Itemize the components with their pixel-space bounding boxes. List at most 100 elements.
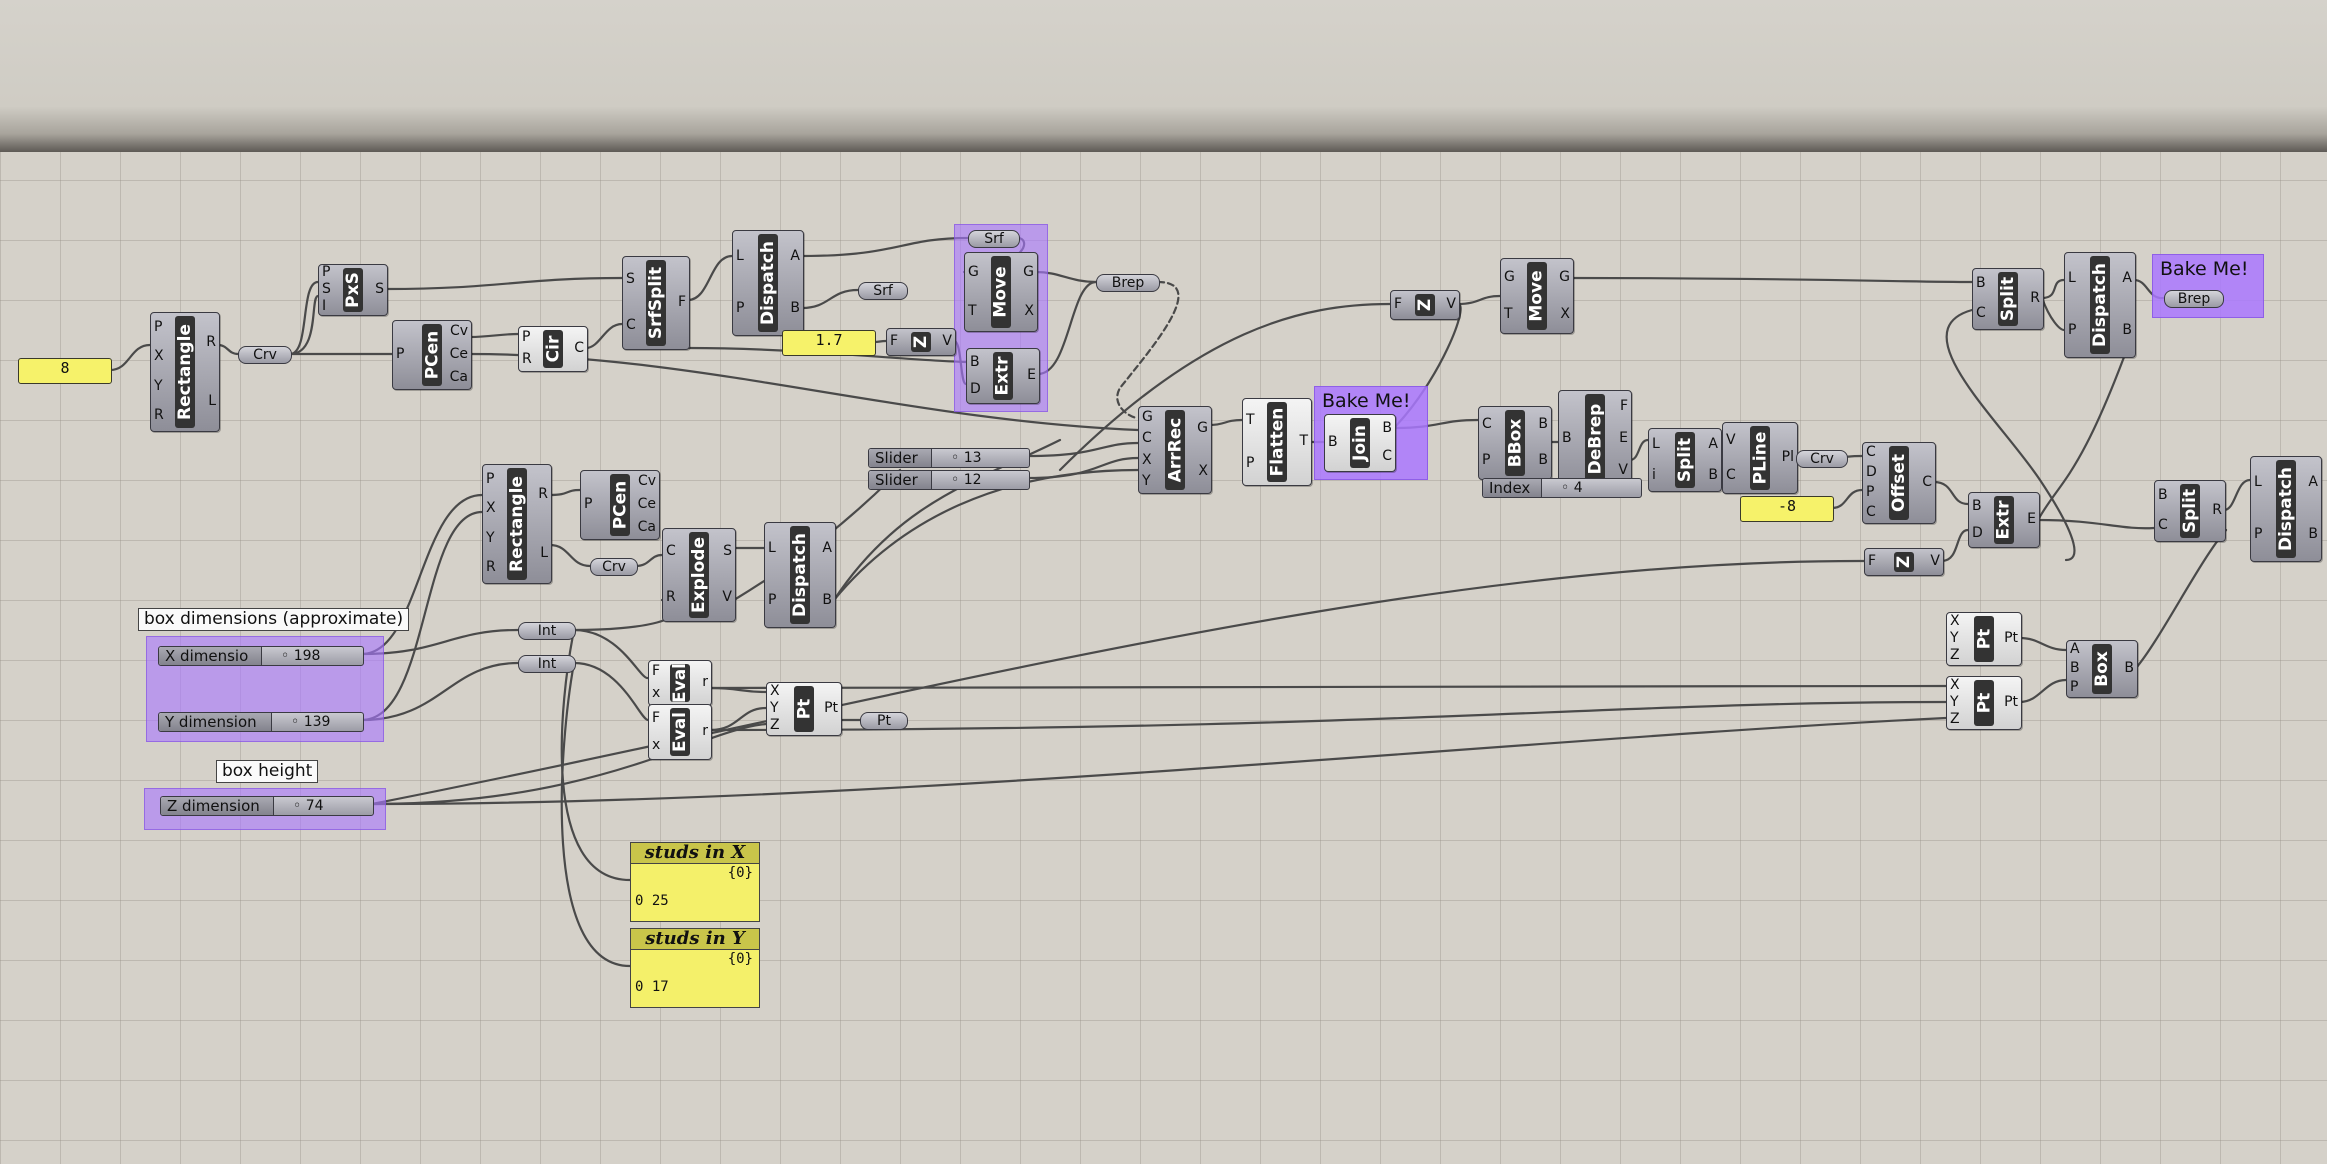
flatten-output-T[interactable]: T bbox=[1299, 433, 1308, 449]
z1-input-F[interactable]: F bbox=[890, 333, 899, 349]
pxs-input-S[interactable]: S bbox=[322, 281, 331, 297]
flatten-input-P[interactable]: P bbox=[1246, 455, 1255, 471]
pt2-output-Pt[interactable]: Pt bbox=[2004, 630, 2018, 646]
dispatch4-input-L[interactable]: L bbox=[768, 540, 776, 556]
pt3-input-Z[interactable]: Z bbox=[1950, 711, 1960, 727]
join-output-C[interactable]: C bbox=[1382, 448, 1392, 464]
eval1-input-x[interactable]: x bbox=[652, 685, 661, 701]
param-int2[interactable]: Int bbox=[518, 655, 576, 673]
debrep-output-E[interactable]: E bbox=[1619, 430, 1628, 446]
pcen1-input-P[interactable]: P bbox=[396, 346, 405, 362]
rect2-input-R[interactable]: R bbox=[486, 559, 496, 575]
slider-sy[interactable]: Y dimension◦ 139 bbox=[158, 712, 364, 732]
pcen1-output-Cv[interactable]: Cv bbox=[449, 323, 468, 339]
param-srf2[interactable]: Srf bbox=[968, 230, 1020, 248]
eval2-input-F[interactable]: F bbox=[652, 710, 661, 726]
param-crv1[interactable]: Crv bbox=[238, 346, 292, 364]
param-crv3[interactable]: Crv bbox=[590, 558, 638, 576]
z1-output-V[interactable]: V bbox=[942, 333, 952, 349]
studs-y-panel[interactable]: studs in Y{0}0 17 bbox=[630, 928, 760, 1008]
box-output-B[interactable]: B bbox=[2124, 660, 2134, 676]
panel-p17[interactable]: 1.7 bbox=[782, 330, 876, 356]
split2-output-R[interactable]: R bbox=[2030, 290, 2040, 306]
arrrec-input-X[interactable]: X bbox=[1142, 452, 1152, 468]
param-crv2[interactable]: Crv bbox=[1796, 450, 1848, 468]
pt3-input-Y[interactable]: Y bbox=[1950, 694, 1959, 710]
split2-input-C[interactable]: C bbox=[1976, 305, 1986, 321]
pt3-output-Pt[interactable]: Pt bbox=[2004, 694, 2018, 710]
dispatch3-output-A[interactable]: A bbox=[2308, 474, 2318, 490]
split1-input-L[interactable]: L bbox=[1652, 436, 1660, 452]
move1-input-T[interactable]: T bbox=[968, 303, 977, 319]
rect2-input-X[interactable]: X bbox=[486, 500, 496, 516]
pcen2-output-Ce[interactable]: Ce bbox=[637, 496, 656, 512]
rect2-output-L[interactable]: L bbox=[540, 545, 548, 561]
param-srf1[interactable]: Srf bbox=[858, 282, 908, 300]
eval2-input-x[interactable]: x bbox=[652, 737, 661, 753]
offset-input-P[interactable]: P bbox=[1866, 484, 1875, 500]
split1-input-i[interactable]: i bbox=[1652, 467, 1656, 483]
pline-input-C[interactable]: C bbox=[1726, 467, 1736, 483]
rect1-output-R[interactable]: R bbox=[206, 334, 216, 350]
dispatch1-input-L[interactable]: L bbox=[736, 248, 744, 264]
rect1-output-L[interactable]: L bbox=[208, 393, 216, 409]
explode-output-S[interactable]: S bbox=[723, 543, 732, 559]
offset-output-C[interactable]: C bbox=[1922, 474, 1932, 490]
split1-output-B[interactable]: B bbox=[1708, 467, 1718, 483]
rect1-input-P[interactable]: P bbox=[154, 319, 163, 335]
flatten-input-T[interactable]: T bbox=[1246, 412, 1255, 428]
pline-output-Pl[interactable]: Pl bbox=[1781, 449, 1794, 465]
pxs-input-P[interactable]: P bbox=[322, 264, 331, 280]
pcen2-input-P[interactable]: P bbox=[584, 496, 593, 512]
offset-input-C[interactable]: C bbox=[1866, 504, 1876, 520]
pt1-output-Pt[interactable]: Pt bbox=[824, 700, 838, 716]
extr2-input-B[interactable]: B bbox=[1972, 498, 1982, 514]
box-input-A[interactable]: A bbox=[2070, 641, 2080, 657]
split3-output-R[interactable]: R bbox=[2212, 502, 2222, 518]
z2-output-V[interactable]: V bbox=[1446, 296, 1456, 312]
rect1-input-X[interactable]: X bbox=[154, 348, 164, 364]
move1-output-G[interactable]: G bbox=[1023, 264, 1034, 280]
rect2-input-P[interactable]: P bbox=[486, 471, 495, 487]
rect1-input-R[interactable]: R bbox=[154, 407, 164, 423]
eval1-output-r[interactable]: r bbox=[702, 674, 708, 690]
dispatch4-output-A[interactable]: A bbox=[822, 540, 832, 556]
move2-input-T[interactable]: T bbox=[1504, 306, 1513, 322]
dispatch1-output-B[interactable]: B bbox=[790, 300, 800, 316]
split2-input-B[interactable]: B bbox=[1976, 275, 1986, 291]
extr1-output-E[interactable]: E bbox=[1027, 367, 1036, 383]
dispatch3-input-L[interactable]: L bbox=[2254, 474, 2262, 490]
debrep-output-V[interactable]: V bbox=[1618, 462, 1628, 478]
offset-input-D[interactable]: D bbox=[1866, 464, 1877, 480]
extr1-input-D[interactable]: D bbox=[970, 381, 981, 397]
param-brep2[interactable]: Brep bbox=[2164, 290, 2224, 308]
arrrec-input-G[interactable]: G bbox=[1142, 409, 1153, 425]
dispatch4-input-P[interactable]: P bbox=[768, 592, 777, 608]
param-int1[interactable]: Int bbox=[518, 622, 576, 640]
extr2-input-D[interactable]: D bbox=[1972, 525, 1983, 541]
slider-s12[interactable]: Slider◦ 12 bbox=[868, 470, 1030, 490]
rect2-output-R[interactable]: R bbox=[538, 486, 548, 502]
pcen2-output-Cv[interactable]: Cv bbox=[637, 473, 656, 489]
z3-input-F[interactable]: F bbox=[1868, 553, 1877, 569]
join-output-B[interactable]: B bbox=[1382, 420, 1392, 436]
box-input-P[interactable]: P bbox=[2070, 679, 2079, 695]
cir-input-P[interactable]: P bbox=[522, 329, 531, 345]
box-input-B[interactable]: B bbox=[2070, 660, 2080, 676]
